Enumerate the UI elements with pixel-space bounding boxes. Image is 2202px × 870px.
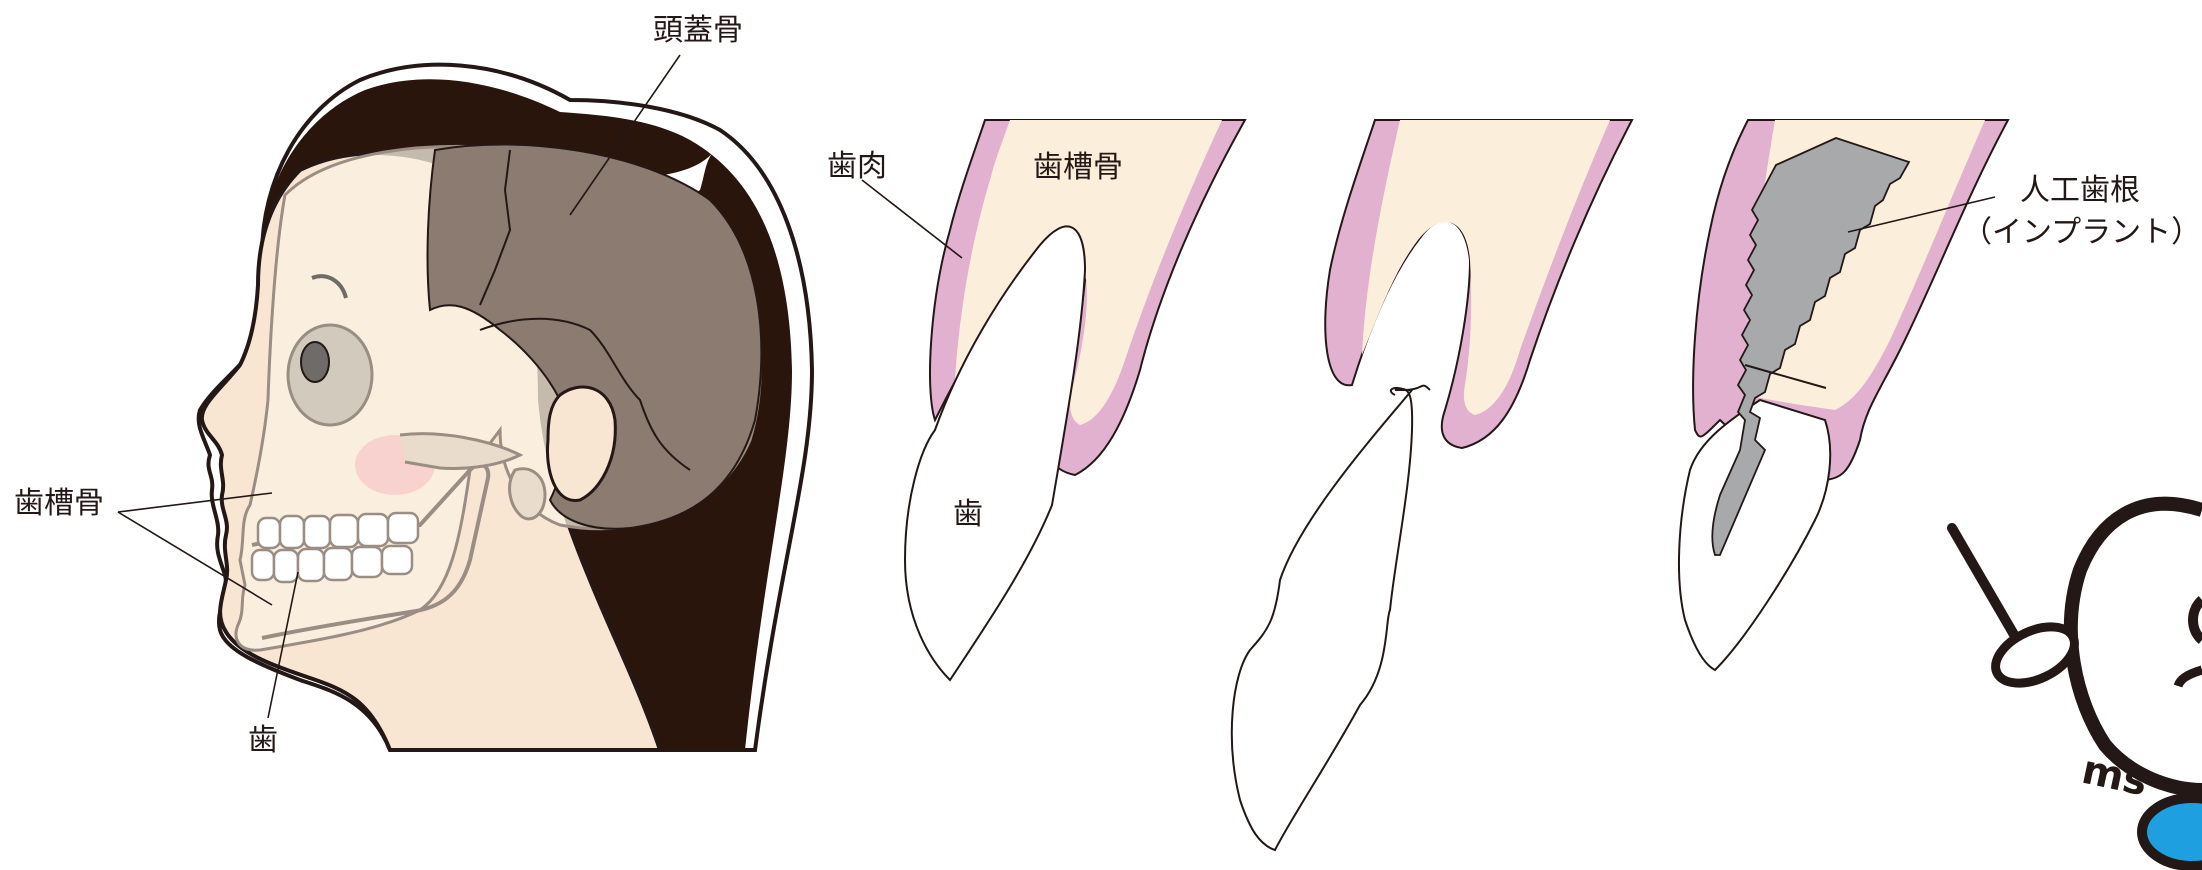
panel-extracted-tooth — [1232, 120, 1632, 850]
panel2-extracted-tooth — [1232, 386, 1430, 850]
label-implant-line2: （インプラント） — [1962, 218, 2201, 248]
panel-implant — [1679, 120, 2008, 670]
label-alveolar-bone-panel: 歯槽骨 — [1033, 153, 1123, 183]
label-tooth-head: 歯 — [248, 726, 278, 756]
label-implant-line1: 人工歯根 — [2020, 176, 2140, 206]
mascot-blue-foot — [2142, 798, 2202, 866]
label-gum: 歯肉 — [827, 152, 887, 182]
panel-natural-tooth — [862, 120, 1245, 680]
eye — [301, 342, 329, 382]
label-tooth-panel: 歯 — [953, 500, 983, 530]
mascot-logo: ms — [1952, 504, 2202, 866]
mascot-stick — [1952, 528, 2020, 645]
upper-teeth — [258, 513, 418, 548]
mascot-mirror — [1987, 615, 2083, 694]
label-skull: 頭蓋骨 — [653, 16, 743, 46]
eye-socket — [288, 325, 372, 425]
panel2-bone — [1362, 120, 1610, 415]
leader-gum — [862, 180, 962, 258]
head-profile — [118, 55, 812, 750]
label-alveolar-bone-head: 歯槽骨 — [14, 489, 104, 519]
